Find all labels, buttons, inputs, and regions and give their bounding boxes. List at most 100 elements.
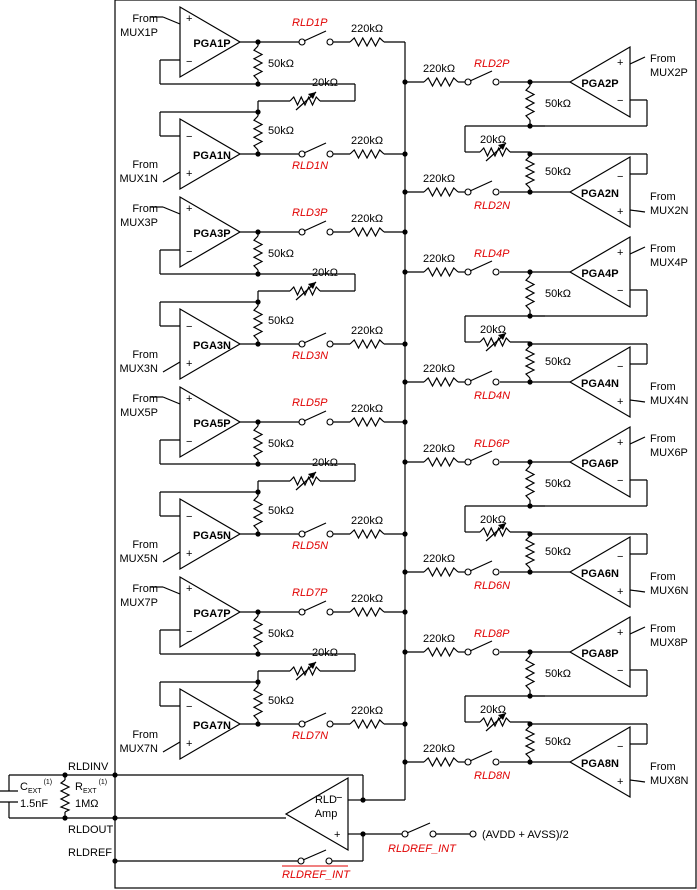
switch-label-p: RLD4P xyxy=(474,248,510,260)
svg-text:+: + xyxy=(334,829,340,841)
cext-label: CEXT(1) xyxy=(20,779,52,795)
mux-label: MUX2N xyxy=(650,205,689,217)
null: + xyxy=(186,203,192,215)
null: − xyxy=(617,665,623,677)
null: − xyxy=(617,95,623,107)
gain-resistor-label: 20kΩ xyxy=(480,134,506,146)
mux-label: MUX7N xyxy=(119,743,158,755)
pga-amp xyxy=(179,195,242,269)
fb-resistor-label: 50kΩ xyxy=(268,58,294,70)
pga-label: PGA3P xyxy=(193,228,230,240)
fb-resistor-label: 50kΩ xyxy=(545,98,571,110)
pga-amp xyxy=(179,497,242,571)
rext-label: REXT(1) xyxy=(75,779,107,795)
pga-block-right: +−PGA4PFromMUX4P50kΩRLD4P220kΩ20kΩ−+PGA4… xyxy=(402,235,689,419)
pga-label: PGA8P xyxy=(581,648,618,660)
pga-amp xyxy=(179,5,242,79)
mux-label: From xyxy=(132,393,158,405)
fb-resistor-label: 50kΩ xyxy=(545,166,571,178)
pin-rldref: RLDREF xyxy=(68,847,112,859)
null: − xyxy=(617,741,623,753)
pga-label: PGA4N xyxy=(581,378,619,390)
mux-label: MUX5P xyxy=(120,407,158,419)
pga-label: PGA1P xyxy=(193,38,230,50)
pga-label: PGA2N xyxy=(581,188,619,200)
mux-label: MUX4P xyxy=(650,257,688,269)
mux-label: MUX1N xyxy=(119,173,158,185)
mux-label: From xyxy=(650,571,676,583)
null: + xyxy=(617,247,623,259)
null: + xyxy=(186,548,192,560)
mux-label: From xyxy=(132,159,158,171)
mux-label: MUX8P xyxy=(650,637,688,649)
gain-resistor-label: 20kΩ xyxy=(312,267,338,279)
fb-resistor-label: 50kΩ xyxy=(545,736,571,748)
series-resistor-label: 220kΩ xyxy=(351,135,383,147)
series-resistor-label: 220kΩ xyxy=(423,173,455,185)
pga-amp xyxy=(568,535,631,609)
null: − xyxy=(617,475,623,487)
mux-label: MUX6N xyxy=(650,585,689,597)
pga-amp xyxy=(179,575,242,649)
pga-label: PGA5N xyxy=(193,530,231,542)
series-resistor-label: 220kΩ xyxy=(423,633,455,645)
null: + xyxy=(617,57,623,69)
switch-label-n: RLD8N xyxy=(474,770,510,782)
fb-resistor-label: 50kΩ xyxy=(268,695,294,707)
null: − xyxy=(186,56,192,68)
mux-label: From xyxy=(650,243,676,255)
mux-label: MUX3N xyxy=(119,363,158,375)
mux-label: MUX6P xyxy=(650,447,688,459)
rld-amplifier-section: CEXT(1) 1.5nF REXT(1) 1MΩ RLDINV RLDOUT … xyxy=(0,42,569,881)
mux-label: From xyxy=(650,433,676,445)
pga-label: PGA5P xyxy=(193,418,230,430)
null: − xyxy=(617,285,623,297)
fb-resistor-label: 50kΩ xyxy=(545,668,571,680)
cext-value: 1.5nF xyxy=(20,798,48,810)
series-resistor-label: 220kΩ xyxy=(423,253,455,265)
gain-resistor-label: 20kΩ xyxy=(480,324,506,336)
switch-label-n: RLD5N xyxy=(292,540,328,552)
ref-voltage-label: (AVDD + AVSS)/2 xyxy=(482,829,569,841)
gain-resistor-label: 20kΩ xyxy=(480,514,506,526)
pga-amp xyxy=(568,345,631,419)
mux-label: From xyxy=(132,13,158,25)
mux-label: MUX4N xyxy=(650,395,689,407)
switch-label-p: RLD5P xyxy=(292,397,328,409)
pin-rldinv: RLDINV xyxy=(68,761,109,773)
chip-boundary xyxy=(114,0,697,889)
fb-resistor-label: 50kΩ xyxy=(545,546,571,558)
fb-resistor-label: 50kΩ xyxy=(268,505,294,517)
null: − xyxy=(186,626,192,638)
pga-amp xyxy=(568,155,631,229)
switch-label-p: RLD7P xyxy=(292,587,328,599)
pga-amp xyxy=(568,725,631,799)
null: + xyxy=(617,627,623,639)
series-resistor-label: 220kΩ xyxy=(351,593,383,605)
pga-label: PGA1N xyxy=(193,150,231,162)
rldref-int-bar-switch xyxy=(302,849,327,861)
null: + xyxy=(186,168,192,180)
rld-amp-label: RLD xyxy=(315,794,337,806)
switch-label-n: RLD3N xyxy=(292,350,328,362)
mux-label: MUX3P xyxy=(120,217,158,229)
mux-label: From xyxy=(650,381,676,393)
series-resistor-label: 220kΩ xyxy=(423,63,455,75)
null: + xyxy=(186,738,192,750)
series-resistor-label: 220kΩ xyxy=(351,515,383,527)
rext-resistor xyxy=(59,779,71,813)
rld-amp-triangle xyxy=(284,776,349,852)
null: + xyxy=(186,13,192,25)
switch-label-p: RLD1P xyxy=(292,17,328,29)
switch-label-n: RLD4N xyxy=(474,390,510,402)
pga-label: PGA6P xyxy=(581,458,618,470)
mux-label: From xyxy=(650,53,676,65)
pga-amp xyxy=(179,385,242,459)
switch-label-p: RLD6P xyxy=(474,438,510,450)
pga-label: PGA7P xyxy=(193,608,230,620)
null: − xyxy=(617,551,623,563)
fb-resistor-label: 50kΩ xyxy=(268,438,294,450)
